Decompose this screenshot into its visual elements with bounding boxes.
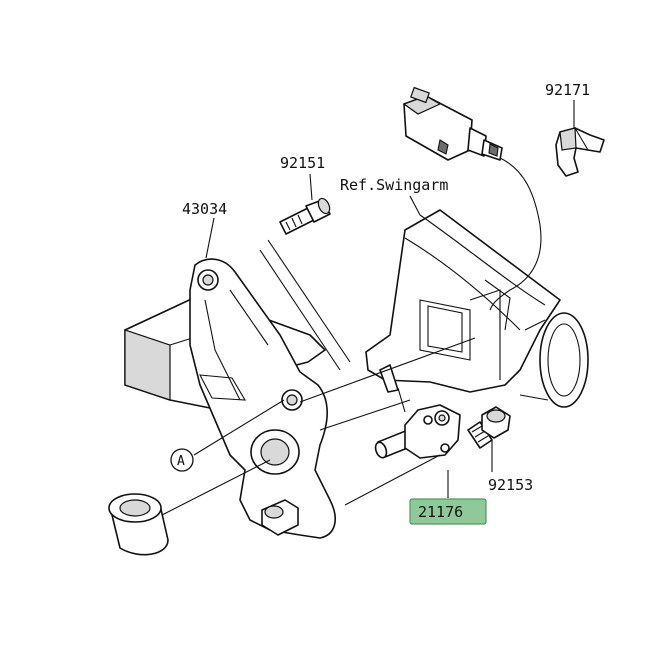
label-92153: 92153 [488,476,533,494]
label-43034: 43034 [182,200,227,218]
callout-a-label: A [177,454,185,469]
speed-sensor [374,364,461,459]
label-92151: 92151 [280,154,325,172]
callout-a-circle [170,448,194,472]
bolt-92151 [279,197,331,235]
swingarm-body [365,209,589,408]
leader-lines [161,100,575,516]
bolt-92153 [467,406,511,449]
sensor-connector [402,86,503,161]
label-21176: 21176 [418,503,463,521]
label-ref-swingarm: Ref.Swingarm [340,176,448,194]
axle-collar [108,493,169,556]
caliper-bracket [124,258,336,539]
highlight-box-21176 [409,498,487,525]
cable-clip [555,127,605,177]
label-92171: 92171 [545,81,590,99]
swingarm-tube-end [539,312,589,408]
sensor-cable [489,157,542,311]
